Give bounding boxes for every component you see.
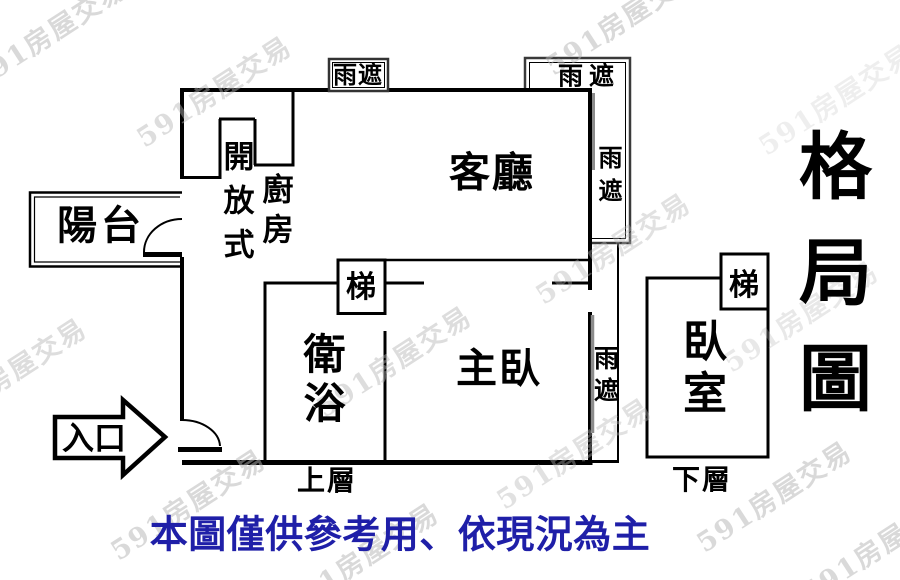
- entrance-label: 入口: [61, 419, 127, 457]
- canopy-top-box: [327, 57, 390, 93]
- living-room-label: 客廳: [449, 148, 535, 197]
- balcony-door: [143, 218, 183, 257]
- lower-level-label: 下層: [671, 463, 733, 496]
- walls: [180, 88, 593, 465]
- balcony-outline: [28, 191, 182, 268]
- disclaimer-text: 本圖僅供參考用、依現況為主: [149, 511, 651, 557]
- canopy-corner-label: 雨遮: [557, 61, 621, 91]
- open-kitchen-label-1: 開放式: [217, 140, 254, 272]
- open-kitchen-label-2: 廚房: [256, 173, 293, 253]
- bedroom-label: 臥室: [675, 318, 726, 422]
- bedroom-box: [645, 276, 770, 459]
- stair-lower-label: 梯: [729, 268, 759, 303]
- canopy-corner-side-label: 雨遮: [594, 145, 623, 211]
- entrance-door: [178, 419, 222, 452]
- stair-upper-label: 梯: [346, 270, 376, 305]
- canopy-top-label: 雨遮: [333, 60, 383, 89]
- stair-box-lower: [719, 252, 770, 311]
- upper-level-label: 上層: [296, 464, 358, 497]
- canopy-side-strip: [590, 243, 619, 463]
- stair-box-upper: [336, 258, 387, 315]
- page-title: 格局圖: [786, 128, 873, 446]
- bathroom-label: 衛浴: [297, 332, 346, 430]
- window-markings: [590, 93, 595, 433]
- master-bedroom-label: 主臥: [456, 344, 542, 393]
- entrance-arrow: [52, 395, 169, 481]
- balcony-label: 陽台: [57, 202, 145, 249]
- canopy-side-label: 雨遮: [590, 345, 620, 409]
